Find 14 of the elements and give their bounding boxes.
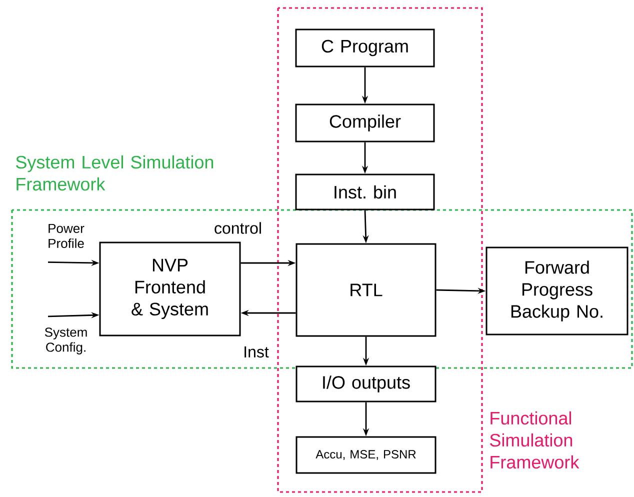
input-label: System Config. <box>44 328 87 354</box>
process-box: I/O outputs <box>296 366 436 402</box>
process-box: NVP Frontend & System <box>99 242 241 336</box>
edge-label: Inst <box>242 345 270 359</box>
frame-title: Functional Simulation Framework <box>490 411 580 469</box>
process-box: C Program <box>295 28 435 68</box>
process-box: RTL <box>296 243 436 337</box>
process-box: Compiler <box>295 104 435 142</box>
process-box: Forward Progress Backup No. <box>486 246 628 336</box>
frame-title: System Level Simulation Framework <box>16 155 214 191</box>
input-label: Power Profile <box>48 224 84 248</box>
process-box: Accu, MSE, PSNR <box>296 436 436 474</box>
process-box: Inst. bin <box>295 174 435 210</box>
edge-label: control <box>213 221 264 235</box>
